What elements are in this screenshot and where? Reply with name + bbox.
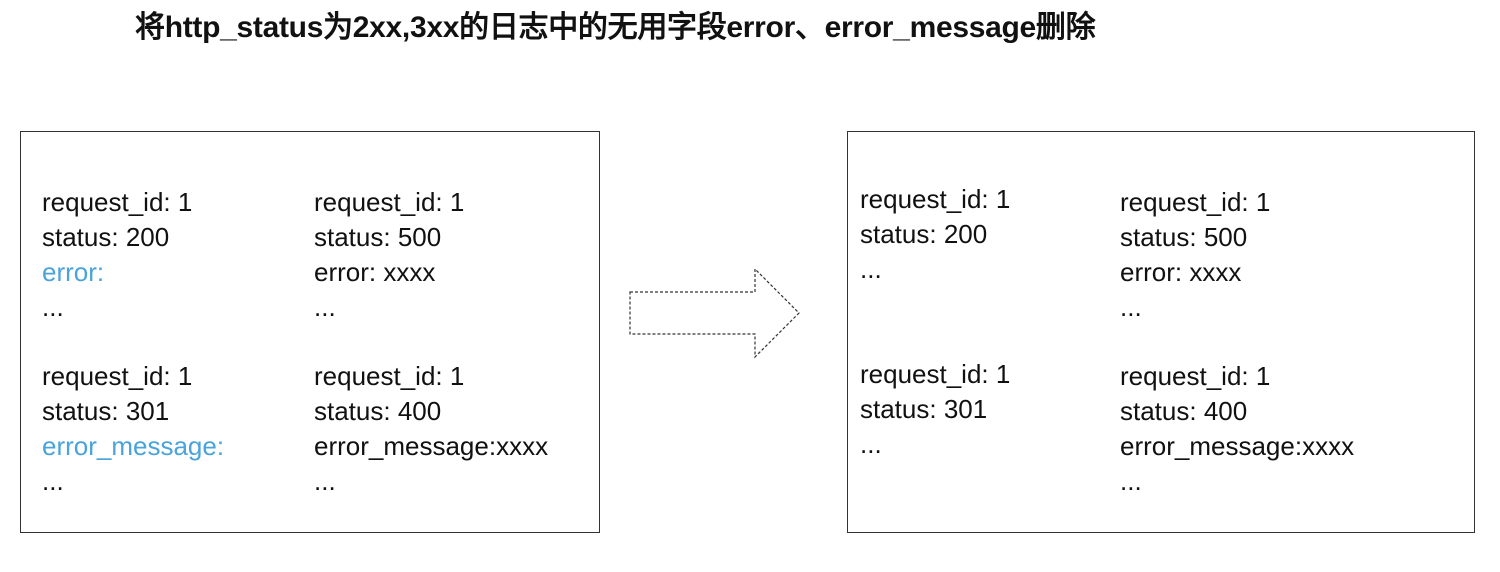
original-logs-panel <box>20 131 600 533</box>
log-entry-400-cleaned: request_id: 1 status: 400 error_message:… <box>1120 359 1354 499</box>
log-entry-301-cleaned: request_id: 1 status: 301 ... <box>860 357 1010 462</box>
log-ellipsis: ... <box>1120 292 1142 322</box>
log-status: status: 301 <box>860 394 988 424</box>
log-entry-500-cleaned: request_id: 1 status: 500 error: xxxx ..… <box>1120 185 1270 325</box>
cleaned-logs-panel <box>847 131 1475 533</box>
log-status: status: 500 <box>1120 222 1248 252</box>
log-request-id: request_id: 1 <box>42 361 193 391</box>
log-request-id: request_id: 1 <box>314 361 465 391</box>
log-request-id: request_id: 1 <box>860 359 1011 389</box>
log-request-id: request_id: 1 <box>1120 361 1271 391</box>
log-status: status: 400 <box>1120 396 1248 426</box>
log-error-message-field: error_message:xxxx <box>314 431 549 461</box>
log-status: status: 400 <box>314 396 442 426</box>
log-status: status: 200 <box>42 222 170 252</box>
log-ellipsis: ... <box>42 292 64 322</box>
log-entry-301: request_id: 1 status: 301 error_message:… <box>42 359 224 499</box>
log-ellipsis: ... <box>42 466 64 496</box>
log-status: status: 200 <box>860 219 988 249</box>
arrow-shape <box>629 267 800 359</box>
log-error-message-field: error_message:xxxx <box>1120 431 1355 461</box>
right-arrow-icon <box>629 267 800 359</box>
log-ellipsis: ... <box>860 429 882 459</box>
log-request-id: request_id: 1 <box>314 187 465 217</box>
log-error-field: error: xxxx <box>1120 257 1242 287</box>
log-entry-400: request_id: 1 status: 400 error_message:… <box>314 359 548 499</box>
log-status: status: 301 <box>42 396 170 426</box>
log-entry-200-cleaned: request_id: 1 status: 200 ... <box>860 182 1010 287</box>
log-error-message-field-highlight: error_message: <box>42 431 225 461</box>
diagram-title: 将http_status为2xx,3xx的日志中的无用字段error、error… <box>135 11 1096 44</box>
log-status: status: 500 <box>314 222 442 252</box>
log-entry-500: request_id: 1 status: 500 error: xxxx ..… <box>314 185 464 325</box>
log-error-field: error: xxxx <box>314 257 436 287</box>
log-ellipsis: ... <box>314 292 336 322</box>
log-entry-200: request_id: 1 status: 200 error: ... <box>42 185 192 325</box>
log-error-field-highlight: error: <box>42 257 105 287</box>
log-ellipsis: ... <box>860 254 882 284</box>
log-ellipsis: ... <box>1120 466 1142 496</box>
log-request-id: request_id: 1 <box>42 187 193 217</box>
log-request-id: request_id: 1 <box>860 184 1011 214</box>
log-request-id: request_id: 1 <box>1120 187 1271 217</box>
log-ellipsis: ... <box>314 466 336 496</box>
